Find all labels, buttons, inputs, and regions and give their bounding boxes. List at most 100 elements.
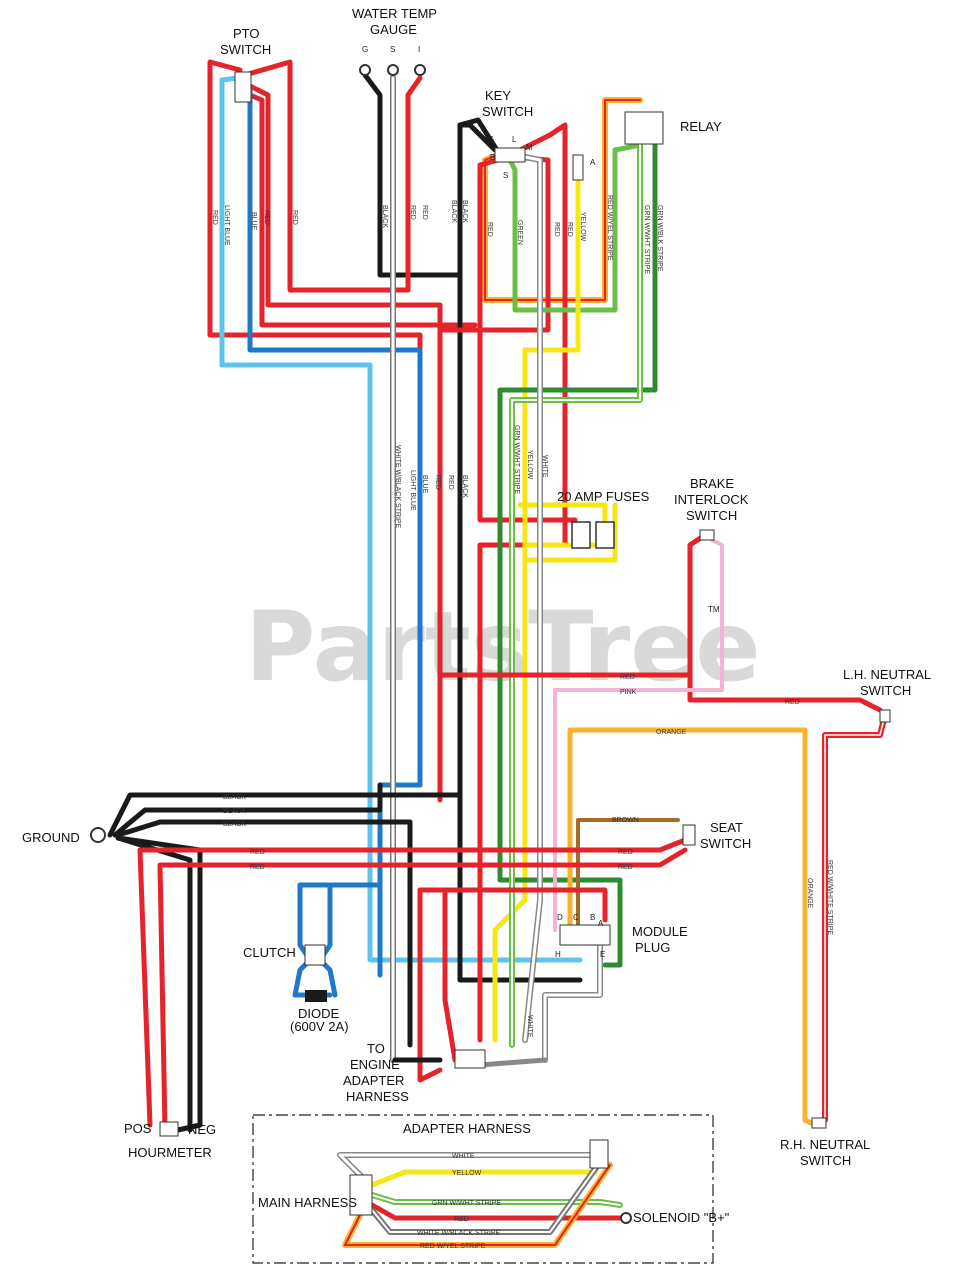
wire-red-yel-core bbox=[484, 99, 641, 301]
module-pin-e: E bbox=[600, 950, 605, 959]
key-switch-body bbox=[494, 147, 526, 163]
gauge-terminal-s bbox=[387, 64, 399, 76]
wire-black-ground-3 bbox=[115, 819, 413, 1048]
engine-label-2: ENGINE bbox=[350, 1057, 400, 1072]
main-harness-connector bbox=[349, 1174, 373, 1216]
module-pin-c: C bbox=[573, 913, 579, 922]
lh-label-2: SWITCH bbox=[860, 683, 911, 698]
solenoid-ring bbox=[620, 1212, 632, 1224]
wire-red-seat-1 bbox=[137, 837, 688, 1128]
wire-blue-clutch-2 bbox=[317, 882, 338, 998]
wl-red-9: RED bbox=[434, 475, 441, 490]
module-pin-h: H bbox=[555, 950, 561, 959]
diode-label-1: DIODE bbox=[298, 1006, 340, 1021]
engine-adapter-body bbox=[454, 1049, 486, 1069]
wl-black-7: BLACK bbox=[223, 821, 246, 828]
diode-label-2: (600V 2A) bbox=[290, 1019, 349, 1034]
wire-black-ground-1 bbox=[107, 787, 463, 838]
gauge-terminal-g bbox=[359, 64, 371, 76]
wl-orange-1: ORANGE bbox=[656, 729, 687, 736]
wire-yellow-fuse bbox=[522, 502, 618, 563]
wl-brown: BROWN bbox=[612, 817, 639, 824]
watermark: PartsTree TM bbox=[245, 591, 760, 703]
wire-orange bbox=[567, 727, 818, 1128]
wire-white-module bbox=[543, 938, 602, 1062]
wl-black-4: BLACK bbox=[461, 475, 468, 498]
wl-red-6: RED bbox=[486, 222, 493, 237]
wire-blue-clutch-1 bbox=[292, 882, 333, 998]
clutch-body bbox=[304, 944, 326, 966]
gauge-label-1: WATER TEMP bbox=[352, 6, 437, 21]
wl-black-6: BLACK bbox=[223, 808, 246, 815]
wl-black-3: BLACK bbox=[450, 200, 457, 223]
wire-white-end-outline bbox=[477, 1057, 548, 1068]
wire-red-pto-2 bbox=[242, 59, 403, 293]
wire-labels: RED LIGHT BLUE BLUE RED RED BLACK RED RE… bbox=[211, 195, 833, 1250]
key-pin-g: G bbox=[488, 135, 494, 144]
wl-adapter-red-yel: RED W/YEL STRIPE bbox=[420, 1243, 486, 1250]
lh-neutral-body bbox=[879, 709, 891, 723]
brake-label-1: BRAKE bbox=[690, 476, 734, 491]
brake-label-3: SWITCH bbox=[686, 508, 737, 523]
wl-yellow-2: YELLOW bbox=[526, 450, 533, 480]
hourmeter-label: HOURMETER bbox=[128, 1145, 212, 1160]
labels: PTO SWITCH WATER TEMP GAUGE G S I KEY SW… bbox=[22, 6, 931, 1225]
key-pin-l: L bbox=[512, 135, 517, 144]
wl-red-7: RED bbox=[553, 222, 560, 237]
wl-red-10: RED bbox=[447, 475, 454, 490]
wire-black-key bbox=[457, 122, 583, 983]
wl-blue-2: BLUE bbox=[421, 475, 428, 494]
wire-grn-blk-stripe bbox=[497, 132, 658, 968]
wire-red-wht-outline bbox=[822, 712, 888, 1123]
wire-red-pto-4 bbox=[247, 92, 478, 328]
module-label-2: PLUG bbox=[635, 940, 670, 955]
wl-red-4: RED bbox=[409, 205, 416, 220]
adapter-connector bbox=[589, 1139, 609, 1169]
seat-label-1: SEAT bbox=[710, 820, 743, 835]
wl-red-14: RED bbox=[250, 864, 265, 871]
key-label-2: SWITCH bbox=[482, 104, 533, 119]
fuse-2 bbox=[595, 521, 615, 549]
gauge-pin-g: G bbox=[362, 45, 368, 54]
rh-label-2: SWITCH bbox=[800, 1153, 851, 1168]
key-label-1: KEY bbox=[485, 88, 511, 103]
main-harness-label: MAIN HARNESS bbox=[258, 1195, 357, 1210]
wl-blue-1: BLUE bbox=[250, 212, 257, 231]
engine-label-1: TO bbox=[367, 1041, 385, 1056]
module-pin-a: A bbox=[598, 919, 604, 928]
wl-red-13: RED bbox=[250, 849, 265, 856]
engine-label-3: ADAPTER bbox=[343, 1073, 404, 1088]
ground-label: GROUND bbox=[22, 830, 80, 845]
wl-wht-blk-1: WHITE W/BLACK STRIPE bbox=[394, 445, 401, 529]
wire-red-brake bbox=[437, 532, 708, 678]
fuse-1 bbox=[571, 521, 591, 549]
wl-white-1: WHITE bbox=[541, 455, 548, 478]
wl-black-1: BLACK bbox=[381, 205, 388, 228]
wl-red-3: RED bbox=[291, 210, 298, 225]
brake-label-2: INTERLOCK bbox=[674, 492, 749, 507]
wl-white-2: WHITE bbox=[526, 1015, 533, 1038]
gauge-label-2: GAUGE bbox=[370, 22, 417, 37]
adapter-harness-label: ADAPTER HARNESS bbox=[403, 1121, 531, 1136]
diode-body bbox=[305, 990, 327, 1002]
wire-red-module bbox=[417, 887, 608, 1083]
adapter-harness-box bbox=[252, 1114, 714, 1264]
wl-adapter-grn-wht: GRN W/WHT STRIPE bbox=[432, 1200, 501, 1207]
wire-black-hourmeter-1 bbox=[115, 835, 193, 1133]
wire-grn-wht-stripe bbox=[511, 144, 641, 1046]
wire-green bbox=[507, 142, 643, 313]
wire-brown bbox=[576, 818, 680, 937]
relay-label: RELAY bbox=[680, 119, 722, 134]
wl-grn-wht-2: GRN W/WHT STRIPE bbox=[513, 425, 520, 494]
wl-red-1: RED bbox=[211, 210, 218, 225]
engine-label-4: HARNESS bbox=[346, 1089, 409, 1104]
wl-red-16: RED bbox=[618, 864, 633, 871]
wire-black-ground-2 bbox=[112, 782, 383, 838]
module-pin-d: D bbox=[557, 913, 563, 922]
wire-red-key-3 bbox=[437, 155, 551, 333]
wl-red-15: RED bbox=[618, 849, 633, 856]
wl-red-wht: RED W/WHITE STRIPE bbox=[826, 860, 833, 935]
wire-red-engine bbox=[442, 887, 458, 1063]
module-pin-b: B bbox=[590, 913, 595, 922]
